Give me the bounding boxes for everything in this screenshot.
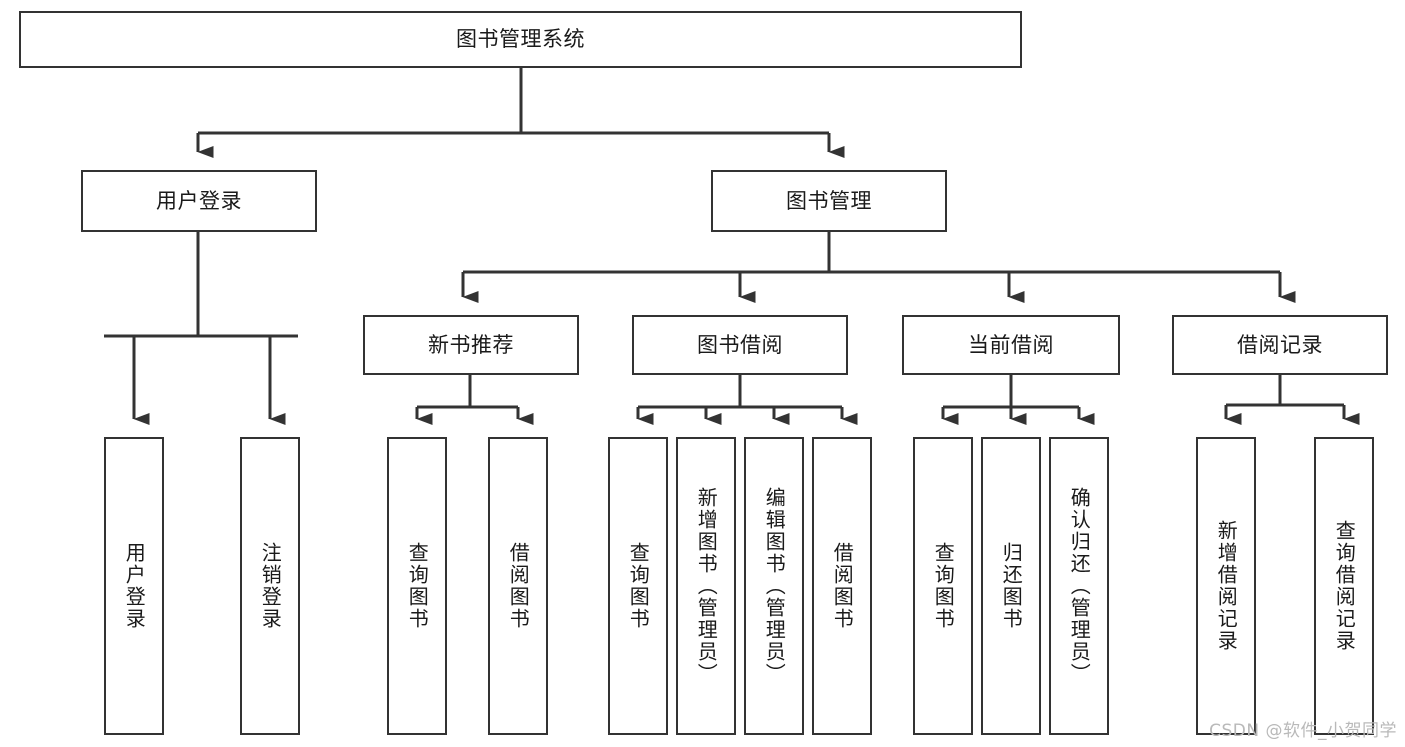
leaf-edit-book-label: 编辑图书（管理员） bbox=[762, 487, 787, 685]
leaf-query-book-1[interactable]: 查询图书 bbox=[387, 437, 447, 735]
node-book-manage-label: 图书管理 bbox=[786, 188, 872, 213]
leaf-query-book-2[interactable]: 查询图书 bbox=[608, 437, 668, 735]
node-user-login[interactable]: 用户登录 bbox=[81, 170, 317, 232]
leaf-user-login-label: 用户登录 bbox=[122, 542, 147, 630]
node-current-borrow[interactable]: 当前借阅 bbox=[902, 315, 1120, 375]
leaf-confirm-return-label: 确认归还（管理员） bbox=[1067, 487, 1092, 685]
leaf-query-book-3[interactable]: 查询图书 bbox=[913, 437, 973, 735]
node-borrow-record-label: 借阅记录 bbox=[1237, 332, 1323, 357]
leaf-add-book[interactable]: 新增图书（管理员） bbox=[676, 437, 736, 735]
leaf-borrow-book-1[interactable]: 借阅图书 bbox=[488, 437, 548, 735]
leaf-borrow-book-1-label: 借阅图书 bbox=[506, 542, 531, 630]
node-new-book-recommend[interactable]: 新书推荐 bbox=[363, 315, 579, 375]
leaf-borrow-book-2[interactable]: 借阅图书 bbox=[812, 437, 872, 735]
leaf-query-record[interactable]: 查询借阅记录 bbox=[1314, 437, 1374, 735]
leaf-edit-book[interactable]: 编辑图书（管理员） bbox=[744, 437, 804, 735]
leaf-query-book-3-label: 查询图书 bbox=[931, 542, 956, 630]
leaf-return-book[interactable]: 归还图书 bbox=[981, 437, 1041, 735]
leaf-logout[interactable]: 注销登录 bbox=[240, 437, 300, 735]
node-new-book-recommend-label: 新书推荐 bbox=[428, 332, 514, 357]
leaf-return-book-label: 归还图书 bbox=[999, 542, 1024, 630]
leaf-query-record-label: 查询借阅记录 bbox=[1332, 520, 1357, 652]
leaf-query-book-1-label: 查询图书 bbox=[405, 542, 430, 630]
node-root[interactable]: 图书管理系统 bbox=[19, 11, 1022, 68]
node-book-manage[interactable]: 图书管理 bbox=[711, 170, 947, 232]
leaf-query-book-2-label: 查询图书 bbox=[626, 542, 651, 630]
node-root-label: 图书管理系统 bbox=[456, 27, 585, 52]
node-user-login-label: 用户登录 bbox=[156, 188, 242, 213]
node-book-borrow[interactable]: 图书借阅 bbox=[632, 315, 848, 375]
leaf-confirm-return[interactable]: 确认归还（管理员） bbox=[1049, 437, 1109, 735]
leaf-borrow-book-2-label: 借阅图书 bbox=[830, 542, 855, 630]
leaf-logout-label: 注销登录 bbox=[258, 542, 283, 630]
node-book-borrow-label: 图书借阅 bbox=[697, 332, 783, 357]
watermark: CSDN @软件_小贺同学 bbox=[1209, 721, 1397, 741]
leaf-add-book-label: 新增图书（管理员） bbox=[694, 487, 719, 685]
leaf-user-login[interactable]: 用户登录 bbox=[104, 437, 164, 735]
leaf-add-record[interactable]: 新增借阅记录 bbox=[1196, 437, 1256, 735]
node-borrow-record[interactable]: 借阅记录 bbox=[1172, 315, 1388, 375]
node-current-borrow-label: 当前借阅 bbox=[968, 332, 1054, 357]
leaf-add-record-label: 新增借阅记录 bbox=[1214, 520, 1239, 652]
